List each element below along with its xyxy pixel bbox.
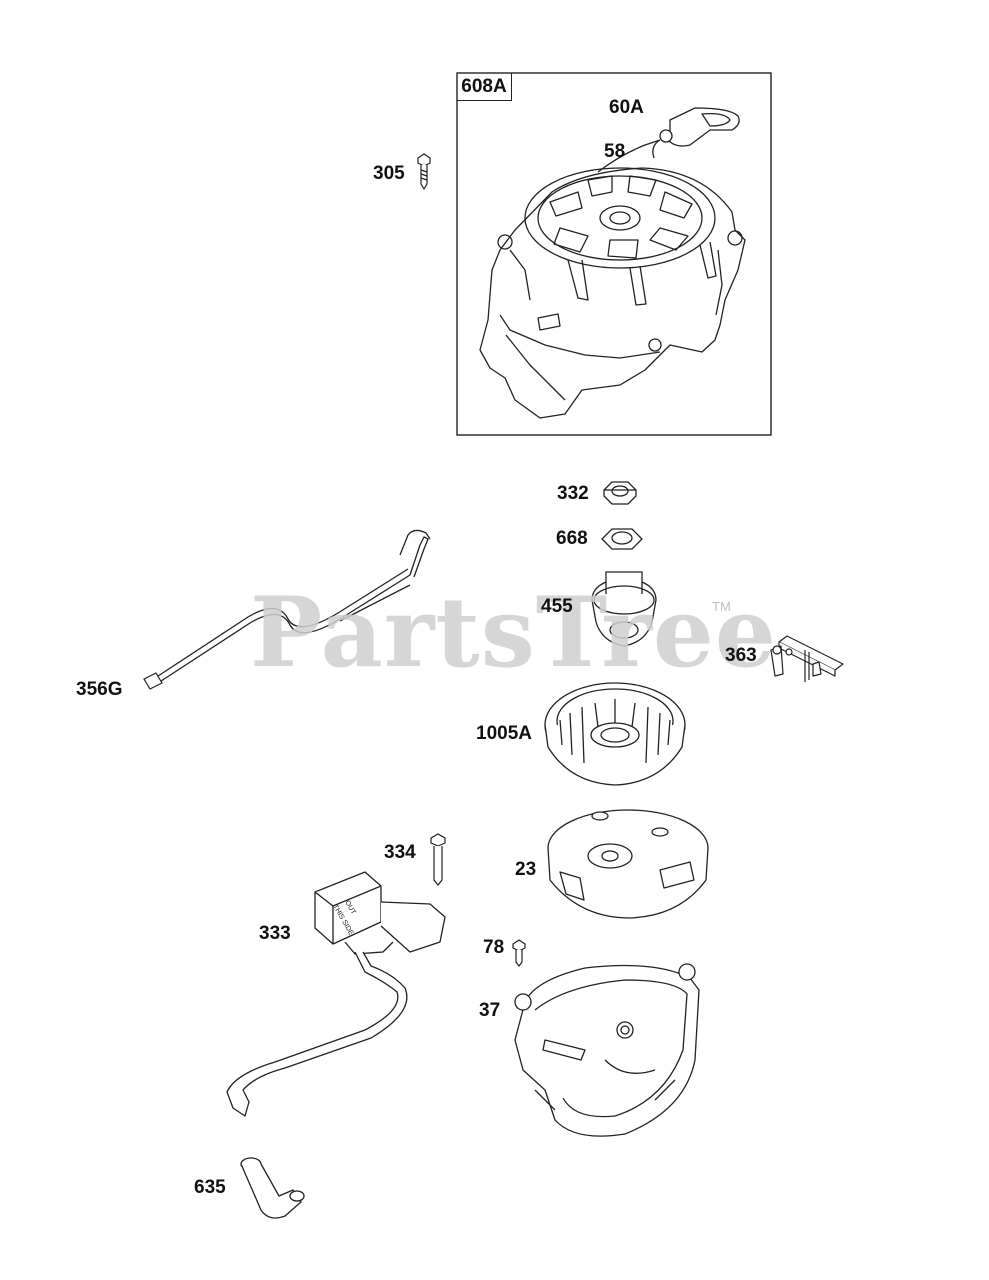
blower-housing-37	[514, 963, 700, 1137]
label-635: 635	[194, 1177, 226, 1198]
screw-305	[417, 153, 431, 191]
stop-wire-356g	[143, 529, 431, 690]
label-332: 332	[557, 483, 589, 504]
fan-housing-23	[547, 809, 709, 919]
label-37: 37	[479, 1000, 501, 1021]
bracket-363	[770, 635, 844, 682]
assembly-label-608a: 608A	[457, 73, 512, 101]
trademark-mark: TM	[712, 599, 731, 614]
label-58: 58	[604, 141, 626, 162]
label-23: 23	[515, 859, 537, 880]
spark-plug-boot-635	[240, 1157, 305, 1219]
ignition-coil-333: THIS SIDE OUT	[226, 871, 446, 1117]
nut-332	[603, 481, 637, 505]
starter-cup-455	[591, 571, 657, 647]
label-363: 363	[725, 645, 757, 666]
label-356g: 356G	[76, 679, 123, 700]
label-455: 455	[541, 596, 573, 617]
label-1005a: 1005A	[476, 723, 532, 744]
starter-handle	[652, 107, 740, 159]
label-78: 78	[483, 937, 505, 958]
washer-668	[601, 528, 643, 550]
label-668: 668	[556, 528, 588, 549]
label-305: 305	[373, 163, 405, 184]
flywheel-1005a	[544, 682, 686, 786]
label-334: 334	[384, 842, 416, 863]
label-333: 333	[259, 923, 291, 944]
label-60a: 60A	[609, 97, 644, 118]
screw-78	[512, 939, 526, 967]
rewind-starter-housing	[479, 139, 746, 419]
bolt-334	[430, 833, 446, 886]
